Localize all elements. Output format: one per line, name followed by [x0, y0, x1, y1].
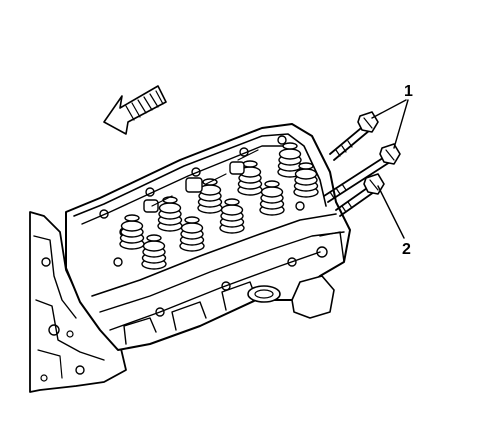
front-arrow: [103, 85, 167, 135]
head-bolt-lower: [335, 173, 385, 217]
valve-spring: [259, 180, 285, 216]
valve-spring: [179, 216, 205, 252]
valve-spring: [197, 178, 223, 214]
rocker-details: [143, 149, 259, 213]
head-bolt-upper: [329, 111, 379, 161]
valve-spring: [157, 196, 183, 232]
valve-spring: [277, 142, 303, 178]
valve-spring: [141, 234, 167, 270]
cylinder-head: [65, 123, 351, 351]
callout-1-label: 1: [404, 83, 413, 100]
valve-spring: [219, 198, 245, 234]
valve-springs: [119, 142, 319, 270]
callout-leaders: [371, 99, 409, 239]
valve-spring: [293, 162, 319, 198]
head-bolt-middle: [323, 143, 401, 203]
callout-2-label: 2: [402, 241, 411, 258]
valve-spring: [237, 160, 263, 196]
valve-spring: [119, 214, 145, 250]
